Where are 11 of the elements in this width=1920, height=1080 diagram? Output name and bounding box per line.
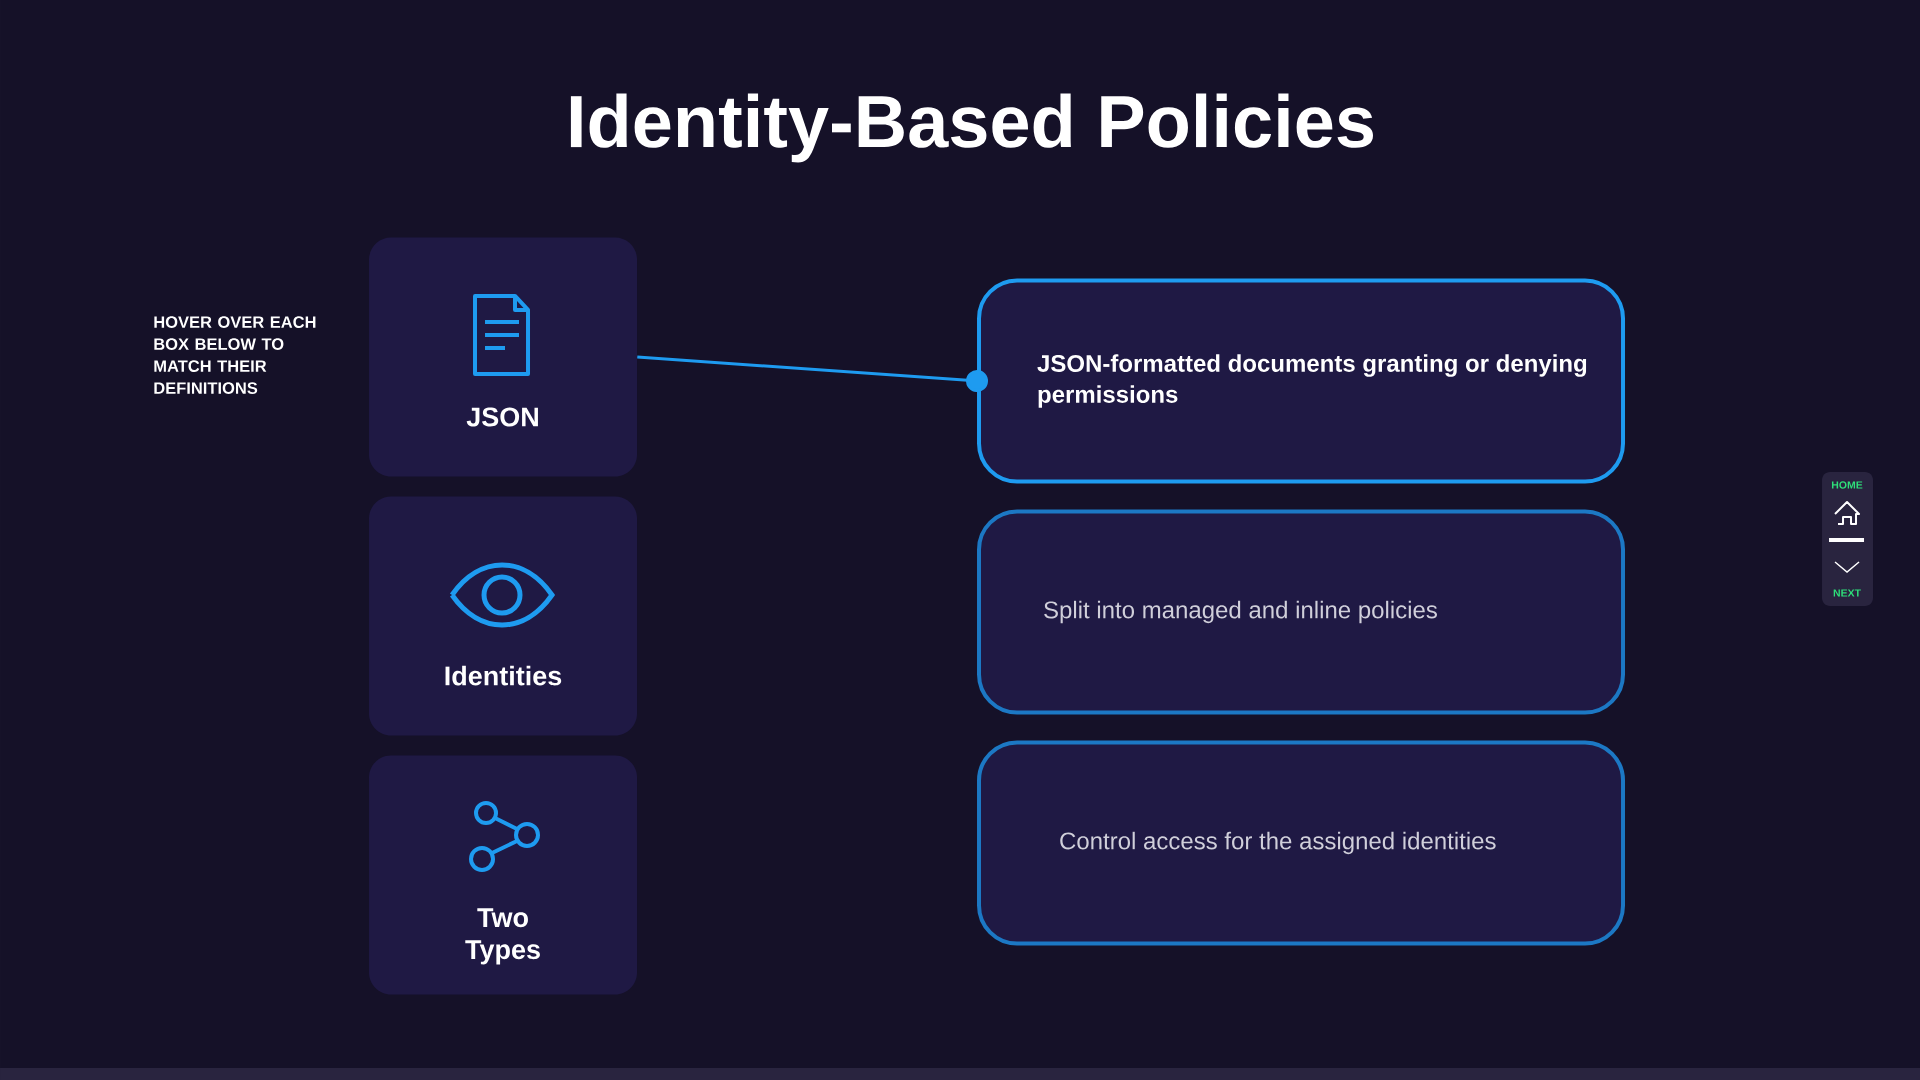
connector-line: [637, 355, 988, 392]
definition-box: JSON-formatted documents granting or denying permissions: [977, 278, 1625, 484]
term-card: Two Types: [369, 755, 637, 995]
nav-label: NEXT: [1833, 589, 1861, 597]
term-card: Identities: [369, 496, 637, 736]
definition-box: Control access for the assigned identities: [977, 740, 1625, 946]
instruction-text: HOVER OVER EACH BOX BELOW TO MATCH THEIR DEFINITIONS: [154, 316, 316, 394]
nav-label: HOME: [1831, 481, 1863, 489]
title: Identity-Based Policies: [570, 93, 1373, 163]
term-card: JSON: [369, 237, 637, 477]
definition-box: Split into managed and inline policies: [977, 509, 1625, 715]
